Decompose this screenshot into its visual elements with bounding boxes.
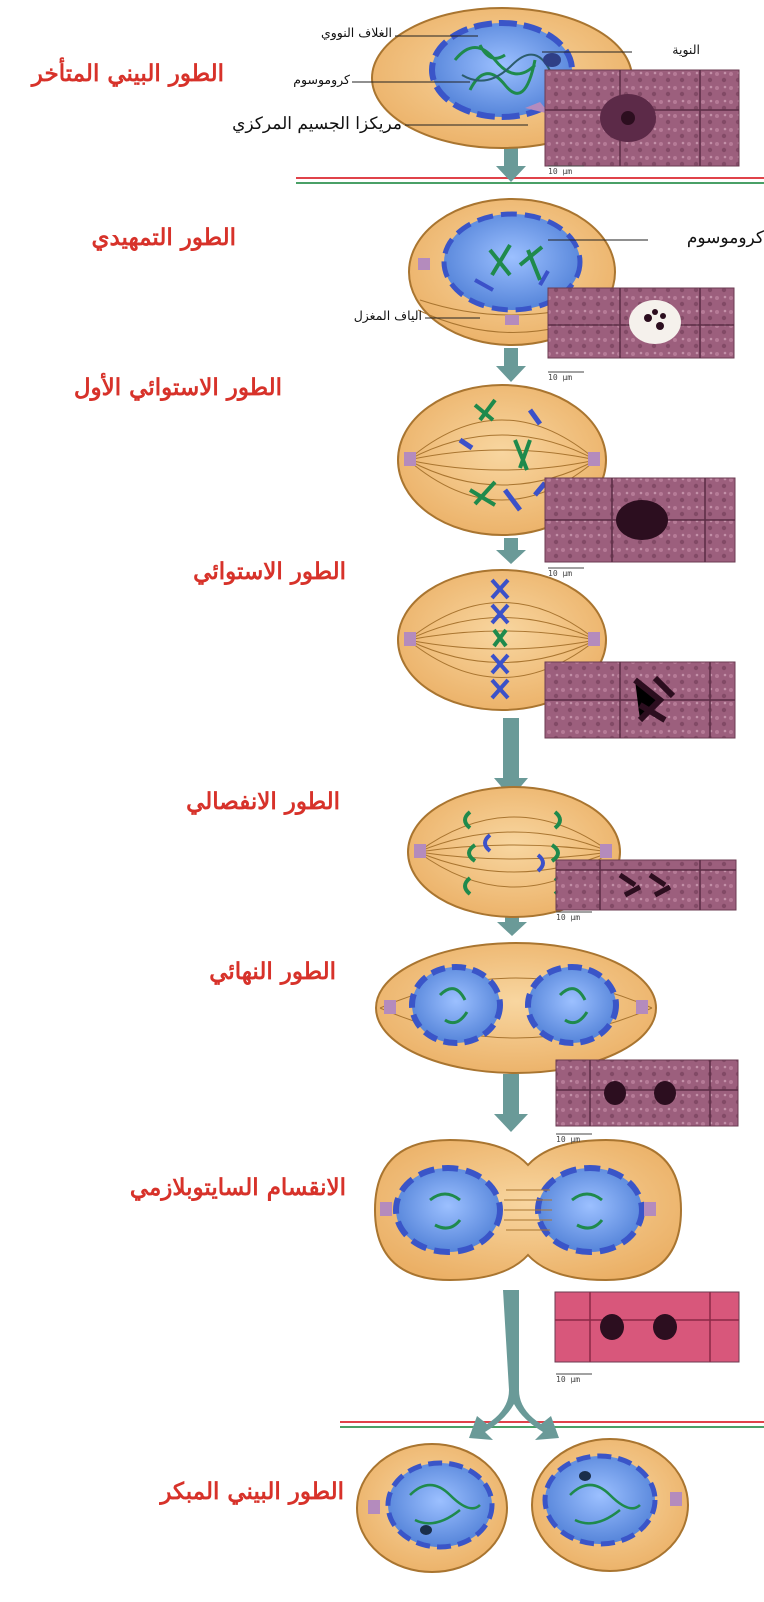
nucleolus: [543, 53, 561, 67]
divider-top: [296, 178, 764, 183]
micrograph-2: [548, 288, 734, 358]
label-chromosome: كروموسوم: [293, 74, 350, 87]
cell-cytokinesis: [375, 1140, 681, 1280]
scale-label-4: 10 µm: [556, 913, 580, 922]
micrograph-6: [556, 1060, 738, 1126]
stage-title-late-interphase: الطور البيني المتأخر: [32, 62, 224, 85]
scale-label-1: 10 µm: [548, 167, 572, 176]
arrow-4: [494, 718, 528, 798]
arrow-1: [496, 148, 526, 182]
stage-title-anaphase: الطور الانفصالي: [186, 790, 340, 813]
micrograph-4: [545, 662, 735, 738]
label-chromosome-prophase: كروموسوم: [687, 230, 764, 247]
stage-title-prophase: الطور التمهيدي: [91, 226, 236, 249]
micrograph-7: [555, 1292, 739, 1362]
micrograph-3: [545, 478, 735, 562]
arrow-6: [494, 1074, 528, 1132]
label-nuclear-envelope: الغلاف النووي: [321, 27, 392, 40]
stage-title-prometaphase: الطور الاستوائي الأول: [74, 376, 282, 399]
cell-early-interphase-left: [357, 1444, 507, 1572]
arrow-3: [496, 538, 526, 564]
stage-title-telophase: الطور النهائي: [209, 960, 336, 983]
arrow-2: [496, 348, 526, 382]
cell-telophase: [376, 943, 656, 1073]
stage-title-cytokinesis: الانقسام السايتوبلازمي: [130, 1176, 346, 1199]
micrograph-1: [545, 70, 739, 166]
cell-early-interphase-right: [532, 1439, 688, 1571]
stage-title-early-interphase: الطور البيني المبكر: [160, 1480, 344, 1503]
arrow-7-split: [469, 1290, 559, 1440]
label-centrosome: مريكزا الجسيم المركزي: [232, 116, 402, 133]
stage-title-metaphase: الطور الاستوائي: [193, 560, 346, 583]
scale-label-2: 10 µm: [548, 373, 572, 382]
scale-label-6: 10 µm: [556, 1375, 580, 1384]
scale-label-3: 10 µm: [548, 569, 572, 578]
label-spindle-fibers: الياف المغزل: [354, 310, 422, 323]
scale-label-5: 10 µm: [556, 1135, 580, 1144]
label-nucleolus: النوية: [672, 44, 700, 57]
micrograph-5: [556, 860, 736, 910]
